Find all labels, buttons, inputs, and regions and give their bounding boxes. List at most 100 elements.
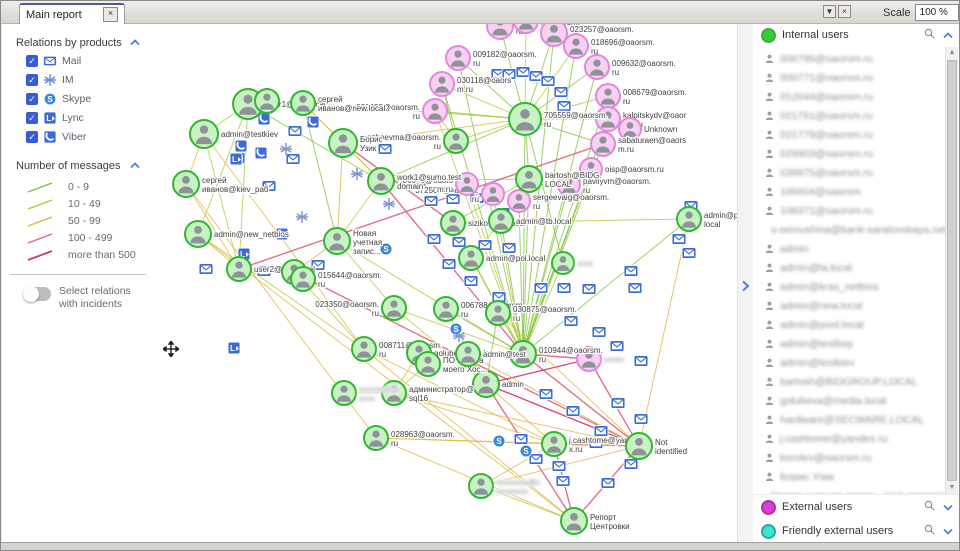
incidents-toggle[interactable] [23,286,51,302]
lync-icon[interactable]: L [229,152,243,166]
external-user-node[interactable]: 020999@oaorsm.ru [355,98,448,124]
mail-icon[interactable] [513,433,529,445]
scale-select[interactable]: 100 % ▼ [914,4,959,21]
skype-icon[interactable]: S [519,444,533,458]
im-icon[interactable] [351,168,363,180]
mail-icon[interactable] [377,143,393,155]
internal-user-node[interactable]: 015644@oaorsm.ru [290,266,383,292]
lync-icon[interactable]: L [275,227,289,241]
internal-user-item[interactable]: 021761@oaorsm.ru [753,106,945,125]
internal-user-item[interactable]: 021779@oaorsm.ru [753,125,945,144]
internal-user-node[interactable]: admin@pol.local [458,245,547,271]
chevron-right-icon[interactable] [741,279,750,297]
internal-user-item[interactable]: 029903@oaorsm.ru [753,144,945,163]
internal-user-item[interactable]: hardware@SECWARE.LOCAL [753,410,945,429]
im-icon[interactable] [280,143,292,155]
mail-icon[interactable] [490,68,506,80]
mail-icon[interactable] [285,153,301,165]
im-icon[interactable] [43,73,57,87]
products-section-header[interactable]: Relations by products [16,37,146,49]
external-user-node[interactable]: 008679@oaorsm.ru [595,83,688,109]
external-user-node[interactable]: sergeevaig@oaorsm.ru [507,189,610,213]
scroll-down-icon[interactable]: ▼ [946,482,958,494]
internal-user-node[interactable]: 010944@oaorsm.ru [509,340,604,368]
search-icon[interactable] [924,522,935,540]
scale-dropdown-icon[interactable]: ▼ [957,5,959,20]
internal-user-item[interactable]: 106604@oaorsm [753,182,945,201]
skype-icon[interactable]: S [43,92,57,106]
chevron-up-icon[interactable] [130,37,140,49]
mail-icon[interactable] [445,193,461,205]
mail-icon[interactable] [310,259,326,271]
internal-user-item[interactable]: admin@la.local [753,258,945,277]
internal-user-node[interactable]: Новаяучетнаязапис... [323,227,383,257]
internal-user-node[interactable] [254,88,280,114]
viber-icon[interactable] [257,112,271,126]
viber-icon[interactable] [234,139,248,153]
internal-user-node[interactable]: j.cashtome@yandex.ru [541,431,639,457]
mail-icon[interactable] [441,258,457,270]
mail-icon[interactable] [463,275,479,287]
mail-icon[interactable] [591,326,607,338]
mail-icon[interactable] [565,405,581,417]
external-user-node[interactable]: 030118@oaorsm.ru [429,71,512,97]
mail-icon[interactable] [671,233,687,245]
internal-user-node[interactable]: mozhaevma@oaorsm.ru [359,128,469,154]
chevron-up-icon[interactable] [130,160,140,172]
internal-user-node[interactable]: admin [472,370,525,398]
mail-icon[interactable] [581,283,597,295]
internal-user-node[interactable]: 030875@oaorsm.ru [485,300,578,326]
external-user-node[interactable]: Unknown [618,117,679,141]
internal-user-node[interactable]: admin@testkiev [189,119,279,149]
viber-icon[interactable] [254,146,268,160]
external-user-node[interactable]: 009632@oaorsm.ru [584,54,677,80]
skype-icon[interactable]: S [379,242,393,256]
checkbox-checked-icon[interactable]: ✓ [26,112,38,124]
internal-user-item[interactable]: 108371@oaorsm.ru [753,201,945,220]
internal-user-node[interactable]: admin@new_netbios [184,220,290,248]
mail-icon[interactable] [556,282,572,294]
external-user-node[interactable]: 018696@oaorsm.ru [563,33,656,59]
mail-icon[interactable] [610,397,626,409]
scrollbar-thumb[interactable] [947,60,957,481]
product-filter-mail[interactable]: ✓Mail [26,54,154,68]
mail-icon[interactable] [477,239,493,251]
mail-icon[interactable] [261,180,277,192]
internal-user-item[interactable]: admin [753,239,945,258]
tab-main-report[interactable]: Main report × [19,3,125,24]
internal-user-item[interactable]: admin@testkiev [753,353,945,372]
internal-user-node[interactable]: admin@tb.local [488,208,573,234]
internal-user-node[interactable]: xxxxxx@xxxxxx [331,380,400,406]
mail-icon[interactable] [609,340,625,352]
mail-icon[interactable] [623,458,639,470]
mail-icon[interactable] [198,263,214,275]
internal-user-item[interactable]: s-semushina@bank-saratovskaya.net [753,220,947,239]
internal-user-item[interactable]: Борис Узик [753,467,945,486]
internal-user-node[interactable]: admin@test [455,341,528,367]
internal-user-item[interactable]: j.cashtome@yandex.ru [753,429,945,448]
internal-user-item[interactable]: admin@kras_netbios [753,277,945,296]
checkbox-checked-icon[interactable]: ✓ [26,74,38,86]
panel-dropdown-button[interactable]: ▼ [823,5,836,18]
external-users-header[interactable]: External users [753,495,959,519]
mail-icon[interactable] [588,437,604,449]
search-icon[interactable] [924,498,935,516]
internal-users-header[interactable]: Internal users [753,23,959,47]
mail-icon[interactable] [600,477,616,489]
lync-icon[interactable]: L [227,341,241,355]
mail-icon[interactable] [43,54,57,68]
chevron-down-icon[interactable] [943,522,953,540]
internal-user-node[interactable]: bartosh@BIDG.LOCAL [515,165,603,193]
product-filter-im[interactable]: ✓IM [26,73,154,87]
viber-icon[interactable] [306,115,320,129]
chevron-down-icon[interactable] [943,498,953,516]
internal-user-node[interactable]: xxxx [551,251,594,275]
mail-icon[interactable] [469,192,485,204]
